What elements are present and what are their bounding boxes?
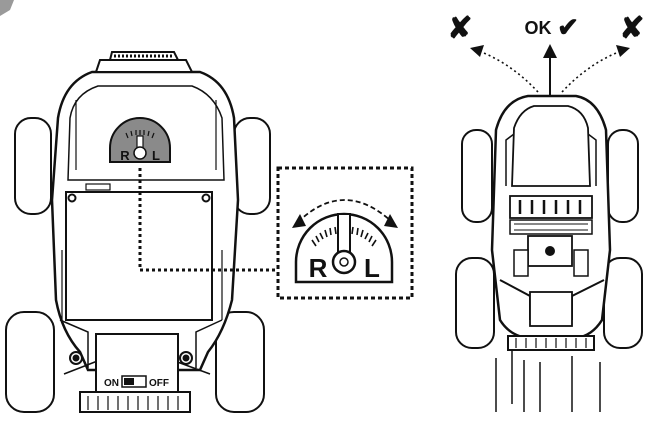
right-drift-arrow (561, 49, 625, 93)
rear-bumper (79, 391, 191, 413)
rotate-arrow (297, 199, 393, 223)
corner-mark (0, 0, 14, 16)
rear-grille (509, 195, 593, 219)
front-bumper (94, 59, 194, 73)
trim-letter-l-large: L (364, 253, 380, 283)
wheel-rear-view-rr (603, 257, 643, 349)
motion-lines (495, 350, 601, 412)
wheel-rear-view-rl (455, 257, 495, 349)
wheel-rear-left (5, 311, 55, 413)
wrong-mark-left: ✘ (447, 12, 472, 45)
dial-pointer (337, 213, 351, 255)
car-rear-view (455, 94, 643, 351)
wheel-front-right (233, 117, 271, 215)
wheel-front-left (14, 117, 52, 215)
power-switch: ON OFF (104, 375, 169, 389)
trim-letter-r-small: R (120, 148, 130, 163)
car-underside (5, 51, 271, 413)
rear-view-bumper (507, 335, 595, 351)
wheel-rear-view-fl (461, 129, 493, 223)
left-drift-arrow (475, 49, 539, 93)
trim-dial-small: R L (109, 117, 171, 163)
trim-zoom-box: R L (276, 166, 414, 300)
trim-letter-r-large: R (309, 253, 328, 283)
wheel-rear-right (215, 311, 265, 413)
wrong-mark-right: ✘ (619, 12, 644, 45)
switch-on-label: ON (104, 378, 119, 389)
trim-letter-l-small: L (152, 148, 160, 163)
leader-line (138, 168, 278, 272)
switch-off-label: OFF (149, 378, 169, 389)
direction-indicators: ✘ OK ✔ ✘ (447, 12, 645, 96)
wheel-rear-view-fr (607, 129, 639, 223)
battery-cover (65, 191, 213, 321)
ok-checkmark: ✔ (557, 12, 579, 42)
ok-label: OK (525, 18, 552, 38)
